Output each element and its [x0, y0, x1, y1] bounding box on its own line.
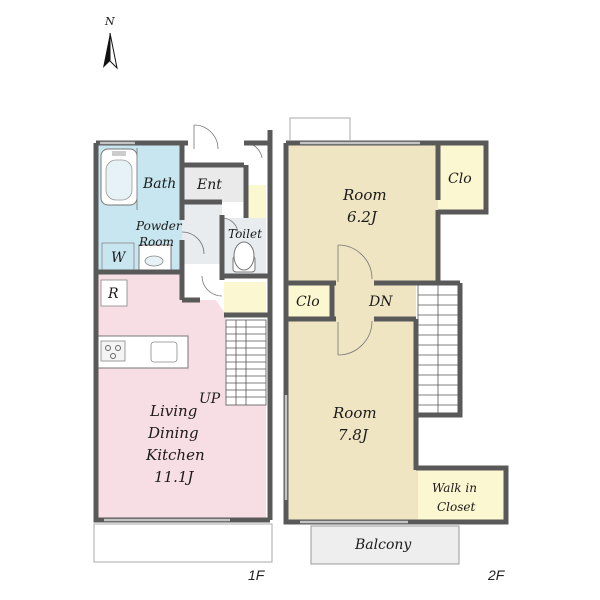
- kitchen-counter-icon: [95, 335, 189, 369]
- bathtub-icon: [100, 148, 138, 206]
- hall-area: [332, 285, 416, 319]
- stairs-2f: [417, 284, 459, 414]
- toilet-icon: [232, 241, 256, 273]
- walk-in-closet-label-2: Closet: [437, 500, 476, 514]
- floor-2f: Room 6.2J Clo Clo DN Room 7.8J Walk in C…: [283, 117, 509, 583]
- room-a-area: [288, 145, 438, 285]
- room-a-label: Room: [342, 186, 387, 204]
- ldk-label-1: Living: [149, 402, 197, 420]
- ldk-area: [96, 272, 266, 520]
- north-arrow-icon: [103, 32, 118, 70]
- entrance-area: [182, 165, 244, 202]
- walk-in-closet-label-1: Walk in: [432, 481, 477, 495]
- ldk-label-3: Kitchen: [145, 446, 205, 464]
- toilet-label: Toilet: [228, 227, 262, 241]
- closet-1f-upper: [246, 185, 266, 218]
- windows-2f: [284, 141, 420, 524]
- door-swings-2f: [337, 244, 373, 356]
- floor-1f: Bath Ent Powder Room Toilet W R UP Livin…: [93, 124, 273, 583]
- stairs-1f: [225, 319, 267, 406]
- ldk-label-2: Dining: [147, 424, 199, 442]
- room-b-size-label: 7.8J: [338, 426, 369, 444]
- walk-in-closet-area: [418, 468, 504, 520]
- bath-label: Bath: [142, 176, 176, 192]
- washer-label: W: [111, 250, 127, 266]
- closet-b-area: [288, 285, 332, 319]
- floor-1f-label: 1F: [248, 567, 266, 583]
- powder-room-label-2: Room: [138, 235, 174, 249]
- down-stairs-label: DN: [368, 294, 393, 310]
- terrace-1f: [93, 523, 273, 563]
- bay-ledge-2f: [289, 117, 351, 140]
- entrance-label: Ent: [196, 177, 222, 193]
- closet-1f-lower: [224, 282, 266, 315]
- floor-2f-label: 2F: [487, 567, 506, 583]
- ldk-size-label: 11.1J: [154, 468, 194, 486]
- up-stairs-label: UP: [199, 391, 221, 407]
- closet-a-area: [438, 145, 484, 210]
- room-a-size-label: 6.2J: [347, 208, 378, 226]
- closet-b-label: Clo: [296, 294, 320, 310]
- windows-1f: [100, 141, 230, 522]
- closet-a-label: Clo: [448, 171, 472, 187]
- door-swings-1f: [181, 124, 263, 297]
- north-compass: N: [103, 15, 118, 70]
- room-b-area: [288, 319, 418, 520]
- refrigerator-label: R: [107, 286, 119, 302]
- powder-room-label-1: Powder: [135, 219, 183, 233]
- balcony-area: [310, 525, 460, 565]
- room-b-label: Room: [332, 404, 377, 422]
- compass-label: N: [104, 15, 115, 28]
- balcony-label: Balcony: [354, 537, 412, 553]
- refrigerator-space: [100, 279, 128, 307]
